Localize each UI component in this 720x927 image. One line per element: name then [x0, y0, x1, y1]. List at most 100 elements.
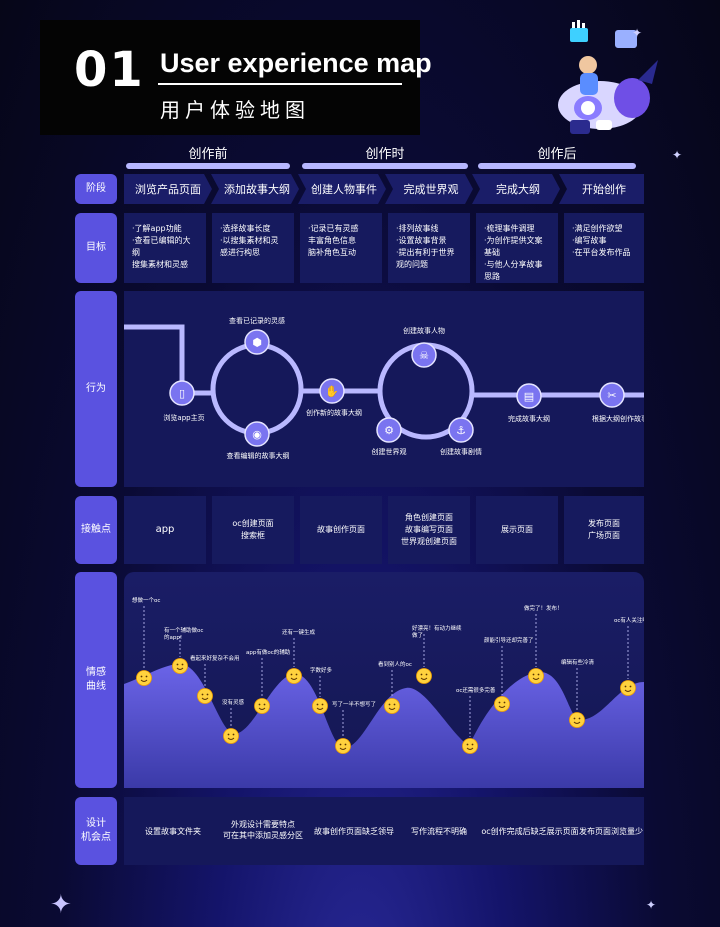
goal-1: ·了解app功能 ·查看已编辑的大纲 搜集素材和灵感 [124, 213, 206, 283]
behavior-node-label: 创建世界观 [372, 447, 407, 456]
emoji-eye [206, 693, 209, 696]
opportunity-5: oc创作完成后缺乏展示页面 [481, 827, 579, 836]
book-icon: ▤ [524, 390, 534, 403]
emoji-eye [532, 673, 535, 676]
sparkle-icon: ✦ [632, 26, 643, 40]
emoji-mouth [532, 677, 540, 680]
behavior-node [169, 380, 195, 406]
emoji-face-icon [384, 698, 400, 714]
touchpoint-2: oc创建页面 搜索框 [212, 496, 294, 564]
stage-1: 浏览产品页面 [135, 183, 201, 196]
behavior-node-label: 完成故事大纲 [508, 414, 550, 423]
emoji-eye [629, 685, 632, 688]
row-label-stage: 阶段 [75, 174, 117, 204]
emoji-eye [393, 703, 396, 706]
row-label-opportunity: 设计 机会点 [75, 797, 117, 865]
section-number: 01 [74, 42, 145, 98]
title-divider [158, 83, 402, 85]
emoji-eye [145, 675, 148, 678]
opportunity-1: 设置故事文件夹 [145, 827, 201, 836]
sparkle-icon: ✦ [50, 890, 72, 920]
behavior-node [516, 383, 542, 409]
emoji-eye [263, 703, 266, 706]
emoji-eye [321, 703, 324, 706]
emoji-mouth [498, 705, 506, 708]
goal-5: ·梳理事件调理 ·为创作提供文案 基础 ·与他人分享故事 思路 [476, 213, 558, 283]
row-label-behavior: 行为 [75, 291, 117, 487]
emoji-face-icon [528, 668, 544, 684]
emoji-mouth [420, 677, 428, 680]
emoji-eye [227, 733, 230, 736]
behavior-node-label: 浏览app主页 [163, 413, 204, 422]
emotion-label: 字数好多 [310, 666, 333, 674]
emotion-label: 好漂亮！有动力继续 [412, 624, 462, 632]
emoji-face-icon [569, 712, 585, 728]
phase-after: 创作后 [537, 147, 577, 162]
behavior-node [411, 342, 437, 368]
behavior-node-label: 创建故事人物 [403, 326, 445, 335]
opportunity-3: 故事创作页面缺乏领导 [314, 827, 394, 836]
emotion-curve: 想做一个oc有一个辅助做oc的app!看起来好复杂不会用没有灵感app有做oc的… [124, 572, 644, 788]
emoji-eye [290, 673, 293, 676]
emoji-eye [420, 673, 423, 676]
emotion-label: oc有人关注啦！ [614, 616, 644, 624]
opportunity-2: 外观设计需要特点 可在其中添加灵感分区 [223, 820, 303, 840]
row-label-emotion: 情感 曲线 [75, 572, 117, 788]
emoji-eye [425, 673, 428, 676]
emoji-mouth [258, 707, 266, 710]
behavior-flow: ▯⬢◉✋☠⚙⚓▤✂ 浏览app主页查看已记录的灵感查看编辑的故事大纲创作新的故事… [124, 316, 644, 460]
stage-6: 开始创作 [582, 183, 626, 196]
goal-4: ·排列故事线 ·设置故事背景 ·提出有利于世界 观的问题 [388, 213, 470, 283]
emotion-label: 看起来好复杂不会用 [190, 654, 240, 662]
touchpoint-1: app [124, 496, 206, 564]
emoji-face-icon [286, 668, 302, 684]
anchor-icon: ⚓ [456, 424, 466, 437]
rocket-astronaut-illustration [558, 20, 658, 134]
phase-after-bar [478, 163, 636, 169]
opportunity-6: 发布页面浏览量少 [579, 827, 643, 836]
opportunity-panel [124, 797, 644, 865]
emotion-label: 编辑有些冷清 [561, 658, 595, 666]
emoji-eye [537, 673, 540, 676]
behavior-node [244, 329, 270, 355]
emoji-eye [503, 701, 506, 704]
emoji-face-icon [462, 738, 478, 754]
emoji-face-icon [416, 668, 432, 684]
skull-icon: ☠ [419, 349, 429, 362]
emoji-eye [316, 703, 319, 706]
emoji-mouth [227, 737, 235, 740]
opportunity-4: 写作流程不明确 [411, 827, 467, 836]
emoji-mouth [466, 747, 474, 750]
emoji-eye [624, 685, 627, 688]
emoji-face-icon [136, 670, 152, 686]
emoji-face-icon [335, 738, 351, 754]
emoji-eye [344, 743, 347, 746]
stage-2: 添加故事大纲 [224, 183, 290, 196]
emoji-eye [140, 675, 143, 678]
emoji-mouth [573, 721, 581, 724]
behavior-node [376, 417, 402, 443]
hand-icon: ✋ [325, 385, 339, 398]
emoji-eye [232, 733, 235, 736]
emoji-eye [201, 693, 204, 696]
emotion-label: 写了一半不想写了 [332, 700, 376, 708]
page-subtitle: 用户体验地图 [160, 98, 310, 122]
behavior-node-label: 根据大纲创作故事 [592, 414, 644, 423]
behavior-node-label: 查看已记录的灵感 [229, 316, 285, 325]
touchpoint-5: 展示页面 [476, 496, 558, 564]
row-label-touchpoint: 接触点 [75, 496, 117, 564]
stage-5: 完成大纲 [496, 183, 540, 196]
emoji-eye [471, 743, 474, 746]
emoji-eye [181, 663, 184, 666]
cube-icon: ⬢ [252, 336, 262, 349]
emoji-mouth [388, 707, 396, 710]
emoji-face-icon [312, 698, 328, 714]
emoji-eye [176, 663, 179, 666]
gear-icon: ⚙ [384, 424, 394, 437]
emotion-label: oc还需很多完善 [456, 686, 496, 694]
emoji-eye [578, 717, 581, 720]
sparkle-icon: ✦ [646, 898, 657, 912]
emoji-eye [573, 717, 576, 720]
emotion-label: 有一个辅助做oc [164, 626, 203, 634]
behavior-node-label: 创作新的故事大纲 [306, 408, 362, 417]
